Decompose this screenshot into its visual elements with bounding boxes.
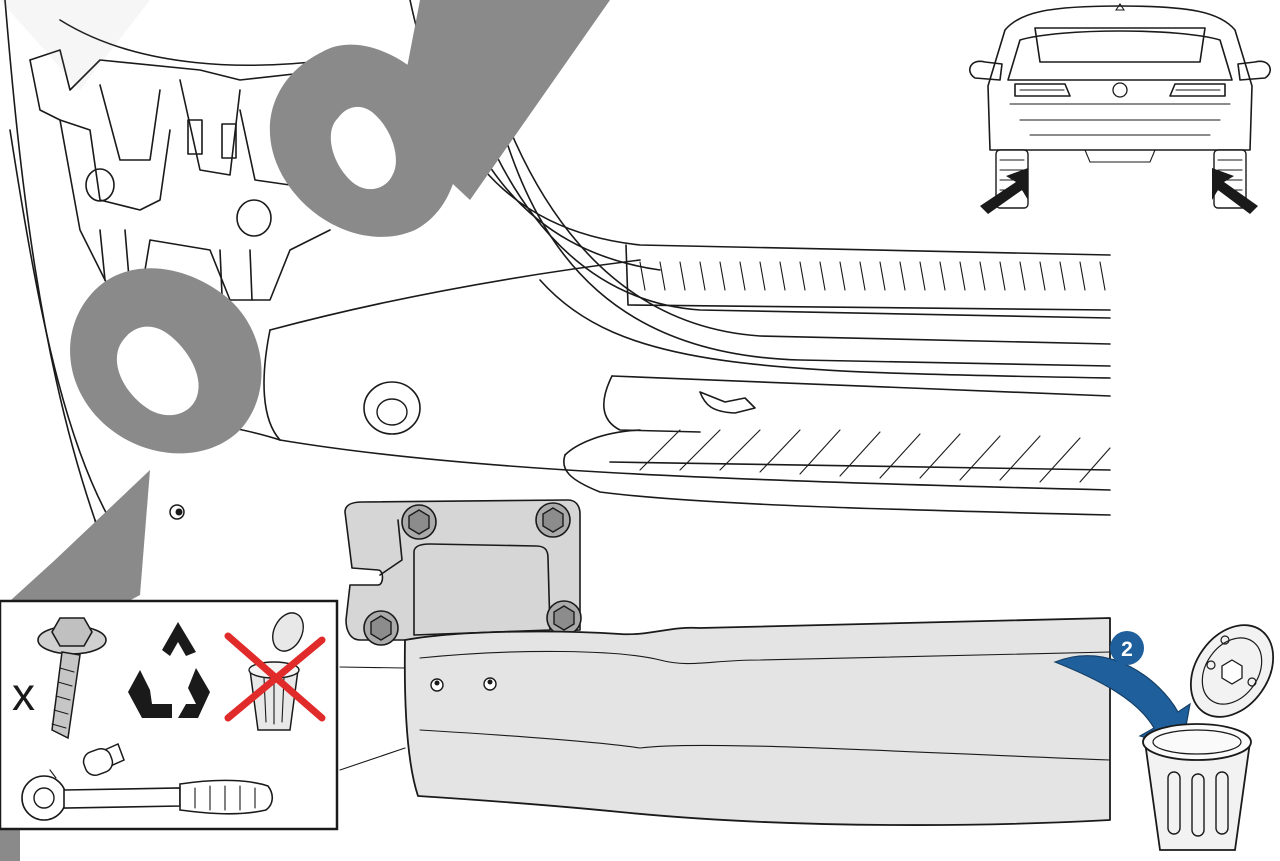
vehicle-locator-rear-view <box>969 3 1271 214</box>
quantity-multiplier: x <box>12 668 35 720</box>
locator-arrow-left <box>980 168 1028 214</box>
step-ribs <box>639 429 1111 483</box>
socket-wrench-icon <box>21 742 274 821</box>
sill-ribs <box>639 261 1106 291</box>
bolt-head <box>363 610 399 646</box>
bumper-reinforcement-bar <box>403 617 1111 826</box>
trash-bin-icon <box>1142 624 1275 851</box>
recycle-icon <box>128 622 210 718</box>
mounting-plate <box>344 499 581 641</box>
plate-bolts <box>363 502 582 646</box>
step-badge: 2 <box>1110 631 1144 665</box>
locator-arrow-right <box>1212 168 1258 214</box>
watermark-shapes <box>0 0 610 861</box>
reflector-socket <box>363 381 421 435</box>
svg-text:2: 2 <box>1121 638 1133 661</box>
inset-legend: x <box>0 599 339 831</box>
bolt-icon <box>37 617 107 740</box>
bolt-head <box>546 600 582 636</box>
bolt-head <box>401 504 437 540</box>
bolt-head <box>535 502 571 538</box>
dispose-crossed-icon <box>224 612 326 731</box>
